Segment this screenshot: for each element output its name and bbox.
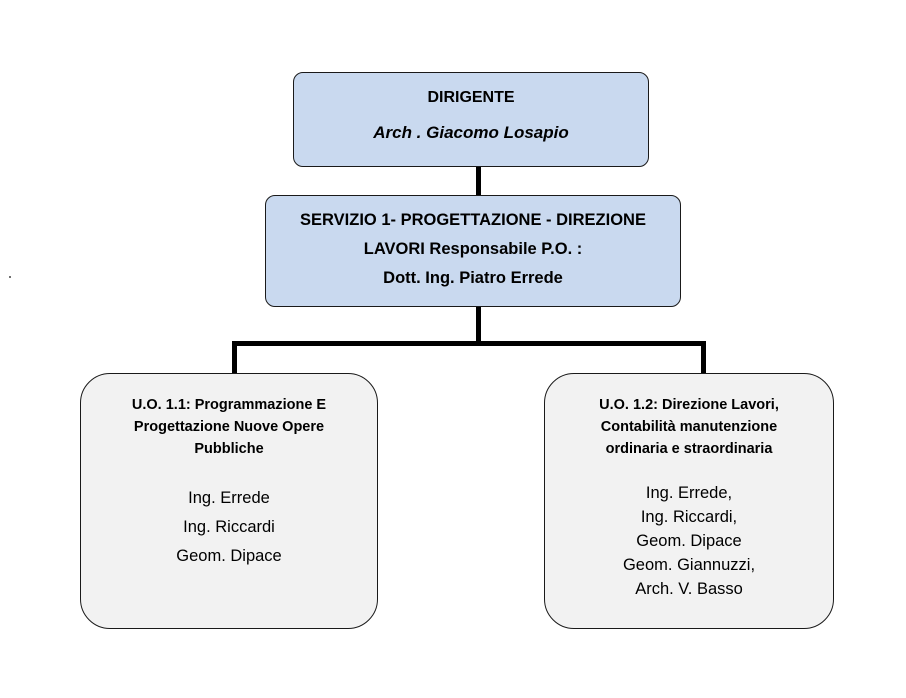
uo-1-2-box: U.O. 1.2: Direzione Lavori, Contabilità … <box>544 373 834 629</box>
uo-1-2-title-line: ordinaria e straordinaria <box>605 441 773 457</box>
staff-member: Ing. Riccardi <box>183 518 275 536</box>
connector-right-drop <box>701 341 706 373</box>
staff-member: Geom. Dipace <box>176 547 282 565</box>
staff-member: Ing. Errede, <box>645 484 733 502</box>
staff-member: Geom. Dipace <box>636 532 742 550</box>
uo-1-1-title-line: Pubbliche <box>194 441 264 457</box>
staff-member: Arch. V. Basso <box>635 580 743 598</box>
connector-dirigente-servizio <box>476 167 481 195</box>
stray-dot <box>9 276 11 278</box>
dirigente-box: DIRIGENTE Arch . Giacomo Losapio <box>293 72 649 167</box>
staff-member: Ing. Errede <box>188 489 270 507</box>
uo-1-1-title: U.O. 1.1: Programmazione E Progettazione… <box>81 394 377 460</box>
staff-member: Ing. Riccardi, <box>640 508 738 526</box>
servizio-line-1: SERVIZIO 1- PROGETTAZIONE - DIREZIONE <box>300 211 646 229</box>
uo-1-2-staff-list: Ing. Errede, Ing. Riccardi, Geom. Dipace… <box>545 481 833 601</box>
connector-servizio-branch <box>476 307 481 345</box>
connector-left-drop <box>232 341 237 373</box>
staff-member: Geom. Giannuzzi, <box>622 556 756 574</box>
uo-1-1-title-line: U.O. 1.1: Programmazione E <box>131 397 327 413</box>
servizio-box: SERVIZIO 1- PROGETTAZIONE - DIREZIONE LA… <box>265 195 681 307</box>
uo-1-1-staff-list: Ing. Errede Ing. Riccardi Geom. Dipace <box>81 484 377 571</box>
servizio-line-3: Dott. Ing. Piatro Errede <box>383 269 563 287</box>
servizio-line-2: LAVORI Responsabile P.O. : <box>363 240 583 258</box>
uo-1-2-title: U.O. 1.2: Direzione Lavori, Contabilità … <box>545 394 833 460</box>
uo-1-2-title-line: U.O. 1.2: Direzione Lavori, <box>599 397 779 413</box>
uo-1-1-title-line: Progettazione Nuove Opere <box>133 419 325 435</box>
dirigente-title: DIRIGENTE <box>427 89 515 106</box>
uo-1-2-title-line: Contabilità manutenzione <box>600 419 778 435</box>
uo-1-1-box: U.O. 1.1: Programmazione E Progettazione… <box>80 373 378 629</box>
dirigente-name: Arch . Giacomo Losapio <box>373 123 569 142</box>
connector-horizontal-branch <box>232 341 706 346</box>
